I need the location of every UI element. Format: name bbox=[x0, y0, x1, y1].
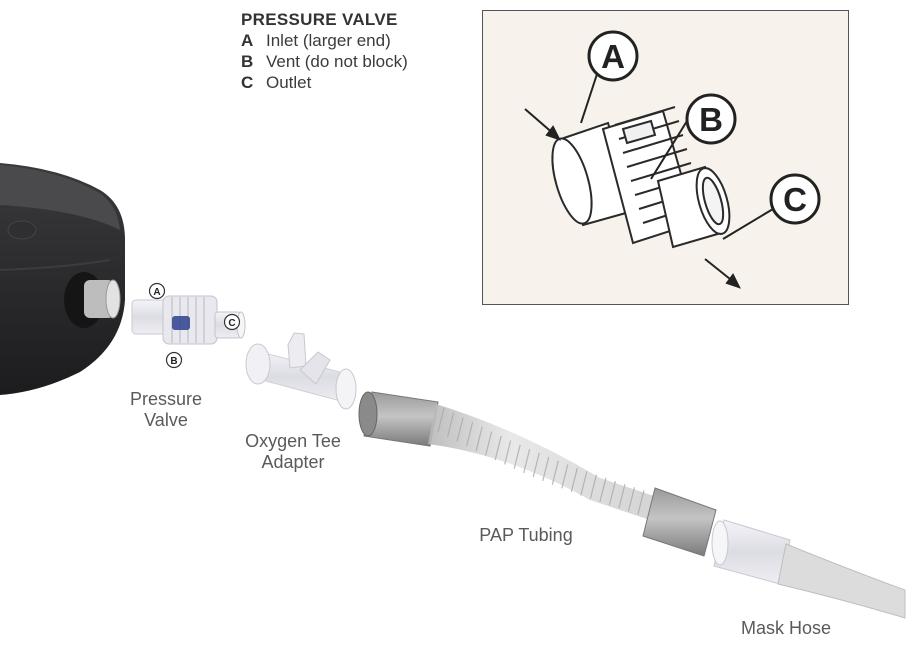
inset-callout-b: B bbox=[685, 93, 737, 145]
valve-detail-inset: A B C bbox=[482, 10, 849, 305]
svg-text:A: A bbox=[153, 287, 160, 298]
svg-text:A: A bbox=[601, 38, 625, 75]
oxygen-tee-label: Oxygen Tee Adapter bbox=[245, 431, 341, 472]
valve-line-drawing: A B C bbox=[524, 30, 821, 289]
svg-text:C: C bbox=[783, 181, 807, 218]
svg-text:B: B bbox=[699, 101, 723, 138]
svg-text:C: C bbox=[228, 318, 235, 329]
legend-title: PRESSURE VALVE bbox=[241, 10, 398, 29]
small-callout-a: A bbox=[148, 282, 166, 300]
inset-callout-a: A bbox=[587, 30, 639, 82]
small-callout-c: C bbox=[223, 313, 241, 331]
pap-tubing-label: PAP Tubing bbox=[479, 525, 573, 545]
pressure-valve-icon bbox=[131, 295, 246, 345]
inset-callout-c: C bbox=[769, 173, 821, 225]
pap-device-icon bbox=[0, 163, 125, 395]
svg-text:B: B bbox=[170, 356, 177, 367]
pressure-valve-label: Pressure Valve bbox=[129, 389, 203, 430]
mask-hose-icon bbox=[711, 519, 906, 619]
oxygen-tee-icon bbox=[245, 332, 357, 410]
pap-tubing-icon bbox=[358, 391, 717, 557]
small-callout-b: B bbox=[165, 351, 183, 369]
mask-hose-label: Mask Hose bbox=[740, 618, 832, 638]
